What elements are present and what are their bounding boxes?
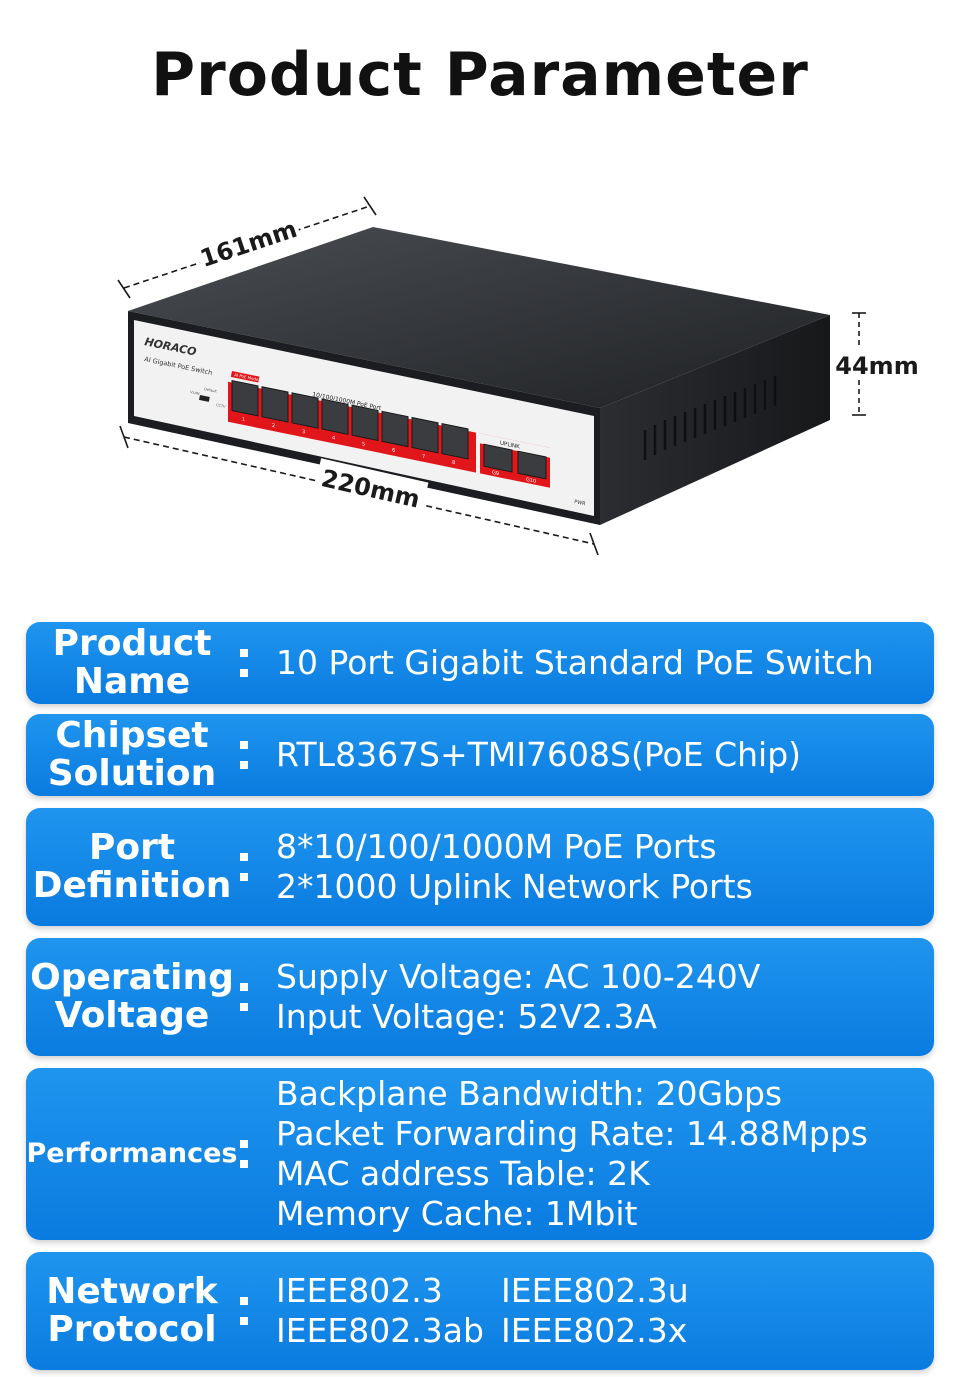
dimension-height-label: 44mm — [835, 352, 918, 380]
spec-label-line: Network — [46, 1271, 218, 1312]
pwr-label: PWR — [574, 499, 587, 507]
protocol-value: IEEE802.3x — [501, 1311, 688, 1350]
uplink-number: G10 — [526, 477, 536, 485]
spec-label: Port Definition — [26, 808, 238, 926]
protocol-value: IEEE802.3u — [501, 1271, 689, 1310]
spec-row-port-definition: Port Definition 8*10/100/1000M PoE Ports… — [26, 808, 934, 926]
spec-values: Backplane Bandwidth: 20Gbps Packet Forwa… — [276, 1068, 914, 1240]
spec-label-line: Performances — [26, 1138, 238, 1169]
dimension-161-bg — [193, 209, 303, 275]
spec-value: Supply Voltage: AC 100-240V — [276, 957, 761, 996]
colon-separator — [234, 1068, 254, 1240]
poe-port-group: 1 2 3 4 5 6 7 8 UPLINK G9 G10 — [228, 379, 550, 488]
spec-row-performances: Performances Backplane Bandwidth: 20Gbps… — [26, 1068, 934, 1240]
spec-row-operating-voltage: Operating Voltage Supply Voltage: AC 100… — [26, 938, 934, 1056]
poe-port-1 — [231, 379, 259, 417]
spec-row-product-name: Product Name 10 Port Gigabit Standard Po… — [26, 622, 934, 704]
uplink-label: UPLINK — [500, 441, 520, 451]
spec-label-line: Definition — [32, 865, 232, 906]
switch-top — [128, 227, 830, 408]
spec-value: MAC address Table: 2K — [276, 1154, 650, 1193]
dimension-44-line — [852, 312, 866, 416]
colon-separator — [234, 1252, 254, 1370]
spec-label-line: Port — [88, 827, 176, 868]
spec-label: Product Name — [26, 622, 238, 704]
uplink-header-bg — [480, 433, 550, 458]
dip-label-cctv: CCTV — [216, 403, 227, 409]
spec-value: Packet Forwarding Rate: 14.88Mpps — [276, 1114, 868, 1153]
spec-row-network-protocol: Network Protocol IEEE802.3 IEEE802.3u IE… — [26, 1252, 934, 1370]
spec-label: Performances — [26, 1068, 238, 1240]
switch-illustration: HORACO AI Gigabit PoE Switch VLAN Defaul… — [117, 196, 919, 556]
port-number: 1 — [242, 417, 245, 424]
port-number: 7 — [422, 454, 425, 461]
uplink-port-g10 — [517, 450, 547, 480]
port-number: 8 — [452, 460, 455, 467]
spec-label: Operating Voltage — [26, 938, 238, 1056]
spec-value: 8*10/100/1000M PoE Ports — [276, 827, 717, 866]
port-number: 3 — [302, 429, 305, 436]
poe-port-3 — [291, 392, 319, 429]
colon-separator — [234, 938, 254, 1056]
dimension-220-bg — [313, 458, 429, 516]
spec-label-line: Protocol — [47, 1309, 217, 1350]
vent-grille — [643, 376, 777, 460]
spec-value: Memory Cache: 1Mbit — [276, 1194, 638, 1233]
uplink-number: G9 — [492, 470, 499, 477]
spec-values: Supply Voltage: AC 100-240V Input Voltag… — [276, 938, 914, 1056]
dip-label-vlan: VLAN — [190, 390, 200, 396]
protocol-grid: IEEE802.3 IEEE802.3u IEEE802.3ab IEEE802… — [276, 1252, 741, 1370]
spec-label-line: Product — [52, 623, 212, 664]
spec-value: RTL8367S+TMI7608S(PoE Chip) — [276, 735, 802, 774]
spec-label-line: Name — [73, 661, 191, 702]
spec-values: RTL8367S+TMI7608S(PoE Chip) — [276, 714, 914, 796]
spec-label-line: Solution — [47, 753, 217, 794]
spec-value: 10 Port Gigabit Standard PoE Switch — [276, 643, 874, 682]
poe-port-2 — [261, 386, 289, 423]
page-title: Product Parameter — [151, 40, 809, 110]
spec-label: Chipset Solution — [26, 714, 238, 796]
spec-value: Input Voltage: 52V2.3A — [276, 997, 657, 1036]
protocol-value: IEEE802.3ab — [276, 1311, 484, 1350]
spec-value: Backplane Bandwidth: 20Gbps — [276, 1074, 783, 1113]
port-number: 4 — [332, 435, 335, 442]
spec-values: 8*10/100/1000M PoE Ports 2*1000 Uplink N… — [276, 808, 914, 926]
dimension-161-line — [117, 196, 377, 299]
dip-switch — [198, 395, 210, 402]
spec-value: 2*1000 Uplink Network Ports — [276, 867, 753, 906]
poe-mode-text: AI PoE Mode — [234, 372, 260, 382]
poe-port-8 — [441, 423, 469, 460]
spec-label-line: Chipset — [55, 715, 209, 756]
spec-label-line: Voltage — [54, 995, 210, 1036]
poe-port-4 — [321, 398, 349, 435]
port-number: 6 — [392, 447, 395, 454]
colon-separator — [234, 714, 254, 796]
colon-separator — [234, 808, 254, 926]
spec-label-line: Operating — [30, 957, 234, 998]
poe-port-5 — [351, 404, 379, 442]
poe-port-7 — [411, 416, 439, 454]
poe-port-6 — [381, 410, 409, 448]
uplink-port-g9 — [483, 443, 513, 473]
spec-label: Network Protocol — [26, 1252, 238, 1370]
poe-mode-badge — [230, 371, 260, 383]
spec-row-chipset: Chipset Solution RTL8367S+TMI7608S(PoE C… — [26, 714, 934, 796]
spec-values: 10 Port Gigabit Standard PoE Switch — [276, 622, 914, 704]
dip-label-default: Default — [204, 387, 218, 394]
product-figure: HORACO AI Gigabit PoE Switch VLAN Defaul… — [0, 180, 960, 600]
port-number: 5 — [362, 441, 365, 448]
protocol-value: IEEE802.3 — [276, 1271, 443, 1310]
port-number: 2 — [272, 423, 275, 430]
colon-separator — [234, 622, 254, 704]
